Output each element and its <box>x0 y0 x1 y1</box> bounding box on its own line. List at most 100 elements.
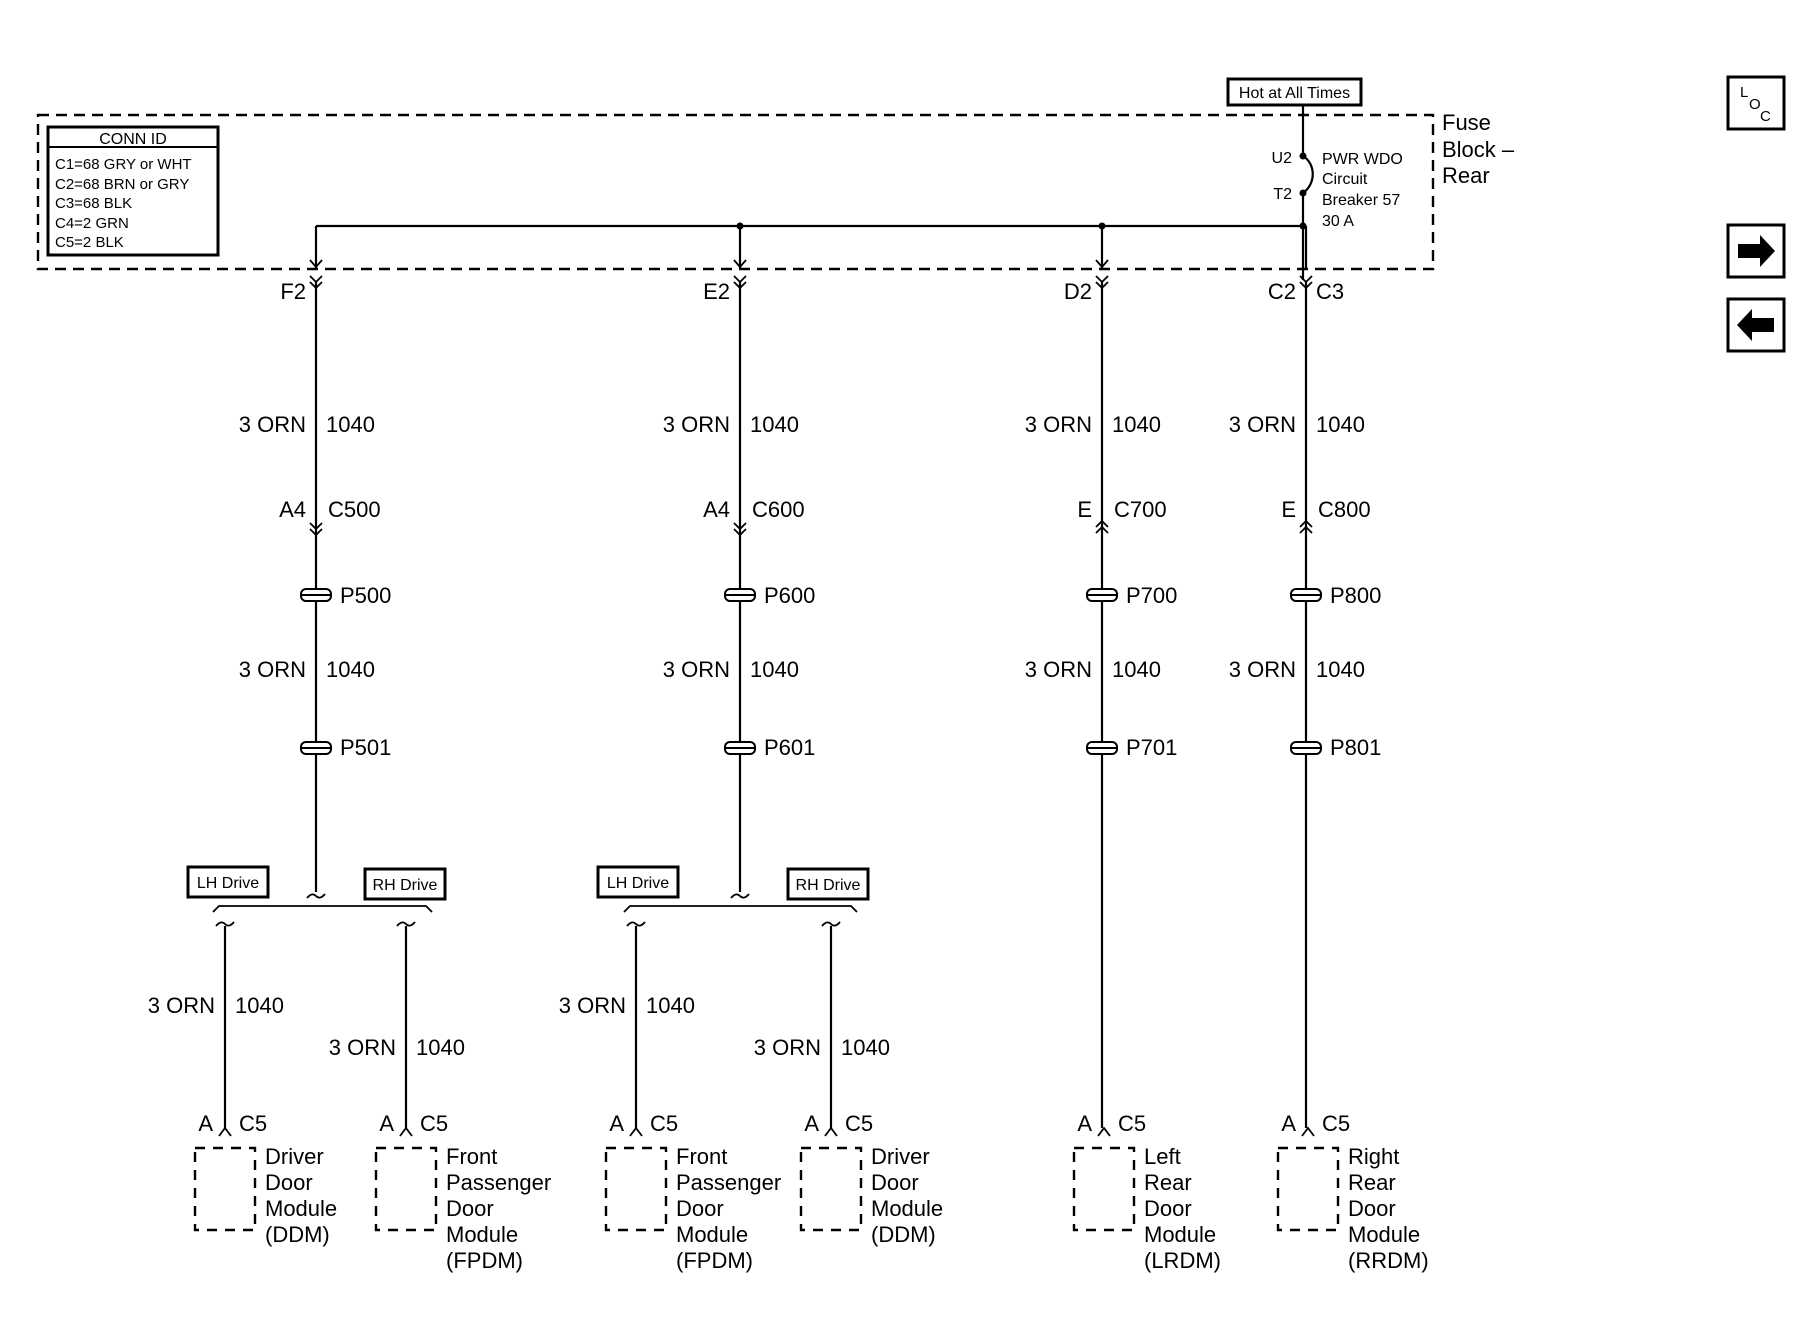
location-button[interactable]: L O C <box>1726 75 1786 131</box>
splice-1 <box>1086 588 1118 602</box>
module-wire-color-label: 3 ORN <box>329 1035 396 1060</box>
module-wire-color-label: 3 ORN <box>148 993 215 1018</box>
fuse-pin-label: F2 <box>280 279 306 304</box>
connector-label: C500 <box>328 497 381 522</box>
module-name-line-2: Rear <box>1144 1170 1192 1195</box>
wire-color-label-2: 3 ORN <box>1025 657 1092 682</box>
module-name-line-5: (RRDM) <box>1348 1248 1429 1273</box>
splice-1 <box>1290 588 1322 602</box>
fuse-pin-label: C2 <box>1268 279 1296 304</box>
module-name-line-1: Driver <box>265 1144 324 1169</box>
wire-color-label: 3 ORN <box>1229 412 1296 437</box>
svg-text:Hot at All Times: Hot at All Times <box>1239 85 1350 102</box>
module-name-line-3: Door <box>1144 1196 1192 1221</box>
module-circuit-label: 1040 <box>841 1035 890 1060</box>
circuit-number-label: 1040 <box>326 412 375 437</box>
module-name-line-4: Module <box>1144 1222 1216 1247</box>
module-name-line-1: Left <box>1144 1144 1181 1169</box>
fuse-block-outline <box>36 113 1435 271</box>
wire-color-label-2: 3 ORN <box>1229 657 1296 682</box>
module-circuit-label: 1040 <box>235 993 284 1018</box>
splice-2 <box>724 741 756 755</box>
module-name-line-4: (DDM) <box>871 1222 936 1247</box>
conn-id-line-4: C4=2 GRN <box>55 215 129 232</box>
module-connector-label: C5 <box>650 1111 678 1136</box>
conn-id-line-1: C1=68 GRY or WHT <box>55 156 192 173</box>
wire-color-label: 3 ORN <box>239 412 306 437</box>
conn-id-line-3: C3=68 BLK <box>55 195 132 212</box>
loc-letter-o: O <box>1749 96 1761 113</box>
module-name-line-1: Front <box>446 1144 497 1169</box>
splice-2 <box>300 741 332 755</box>
circuit-number-label-2: 1040 <box>1316 657 1365 682</box>
circuit-breaker: U2 T2 PWR WDO Circuit Breaker 57 30 A <box>1272 105 1403 280</box>
module-name-line-4: Module <box>1348 1222 1420 1247</box>
connector-pin-label: E <box>1281 497 1296 522</box>
fuse-pin-label: D2 <box>1064 279 1092 304</box>
splice-1-label: P700 <box>1126 583 1177 608</box>
module-name-line-3: Door <box>676 1196 724 1221</box>
rh-drive-box: RH Drive <box>786 867 870 901</box>
fuse-block-label-3: Rear <box>1442 163 1490 188</box>
rh-drive-label: RH Drive <box>373 877 438 894</box>
module-pin-label: A <box>379 1111 394 1136</box>
splice-1-label: P800 <box>1330 583 1381 608</box>
wire-color-label: 3 ORN <box>1025 412 1092 437</box>
breaker-label-1: PWR WDO <box>1322 151 1403 168</box>
module-name-line-4: Module <box>446 1222 518 1247</box>
breaker-label-3: Breaker 57 <box>1322 192 1400 209</box>
conn-id-line-2: C2=68 BRN or GRY <box>55 176 189 193</box>
circuit-number-label: 1040 <box>750 412 799 437</box>
module-connector-label: C5 <box>1118 1111 1146 1136</box>
splice-1-label: P600 <box>764 583 815 608</box>
splice-2 <box>1290 741 1322 755</box>
conn-id-line-5: C5=2 BLK <box>55 234 124 251</box>
circuit-number-label: 1040 <box>1316 412 1365 437</box>
splice-1 <box>724 588 756 602</box>
wire-color-label: 3 ORN <box>663 412 730 437</box>
module-name-line-2: Passenger <box>676 1170 781 1195</box>
next-page-button[interactable] <box>1726 223 1786 279</box>
lh-drive-box: LH Drive <box>186 865 270 899</box>
module-connector-label: C5 <box>420 1111 448 1136</box>
module-name-line-5: (FPDM) <box>446 1248 523 1273</box>
module-name-line-3: Module <box>265 1196 337 1221</box>
conn-id-box: CONN ID C1=68 GRY or WHT C2=68 BRN or GR… <box>46 125 220 257</box>
breaker-pin-bottom: T2 <box>1273 186 1292 203</box>
connector-pin-label: E <box>1077 497 1092 522</box>
circuit-number-label-2: 1040 <box>1112 657 1161 682</box>
drive-option-1: LH Drive RH Drive <box>186 865 447 913</box>
module-connector-label: C5 <box>1322 1111 1350 1136</box>
module-name-line-3: Door <box>1348 1196 1396 1221</box>
fuse-pin-label: E2 <box>703 279 730 304</box>
module-pin-label: A <box>1281 1111 1296 1136</box>
splice-2-label: P801 <box>1330 735 1381 760</box>
module-name-line-1: Driver <box>871 1144 930 1169</box>
breaker-pin-top: U2 <box>1272 150 1293 167</box>
breaker-label-4: 30 A <box>1322 213 1354 230</box>
wire-color-label-2: 3 ORN <box>239 657 306 682</box>
module-name-line-5: (LRDM) <box>1144 1248 1221 1273</box>
module-connector-label: C5 <box>845 1111 873 1136</box>
previous-page-button[interactable] <box>1726 297 1786 353</box>
module-connector-label: C5 <box>239 1111 267 1136</box>
splice-1 <box>300 588 332 602</box>
module-pin-label: A <box>804 1111 819 1136</box>
hot-at-all-times-box: Hot at All Times <box>1226 77 1363 107</box>
connector-label: C600 <box>752 497 805 522</box>
module-name-line-5: (FPDM) <box>676 1248 753 1273</box>
lh-drive-label: LH Drive <box>607 875 669 892</box>
connector-label: C800 <box>1318 497 1371 522</box>
drive-option-2: LH Drive RH Drive <box>596 865 870 913</box>
module-name-line-3: Module <box>871 1196 943 1221</box>
loc-letter-c: C <box>1760 108 1771 125</box>
module-wire-color-label: 3 ORN <box>559 993 626 1018</box>
